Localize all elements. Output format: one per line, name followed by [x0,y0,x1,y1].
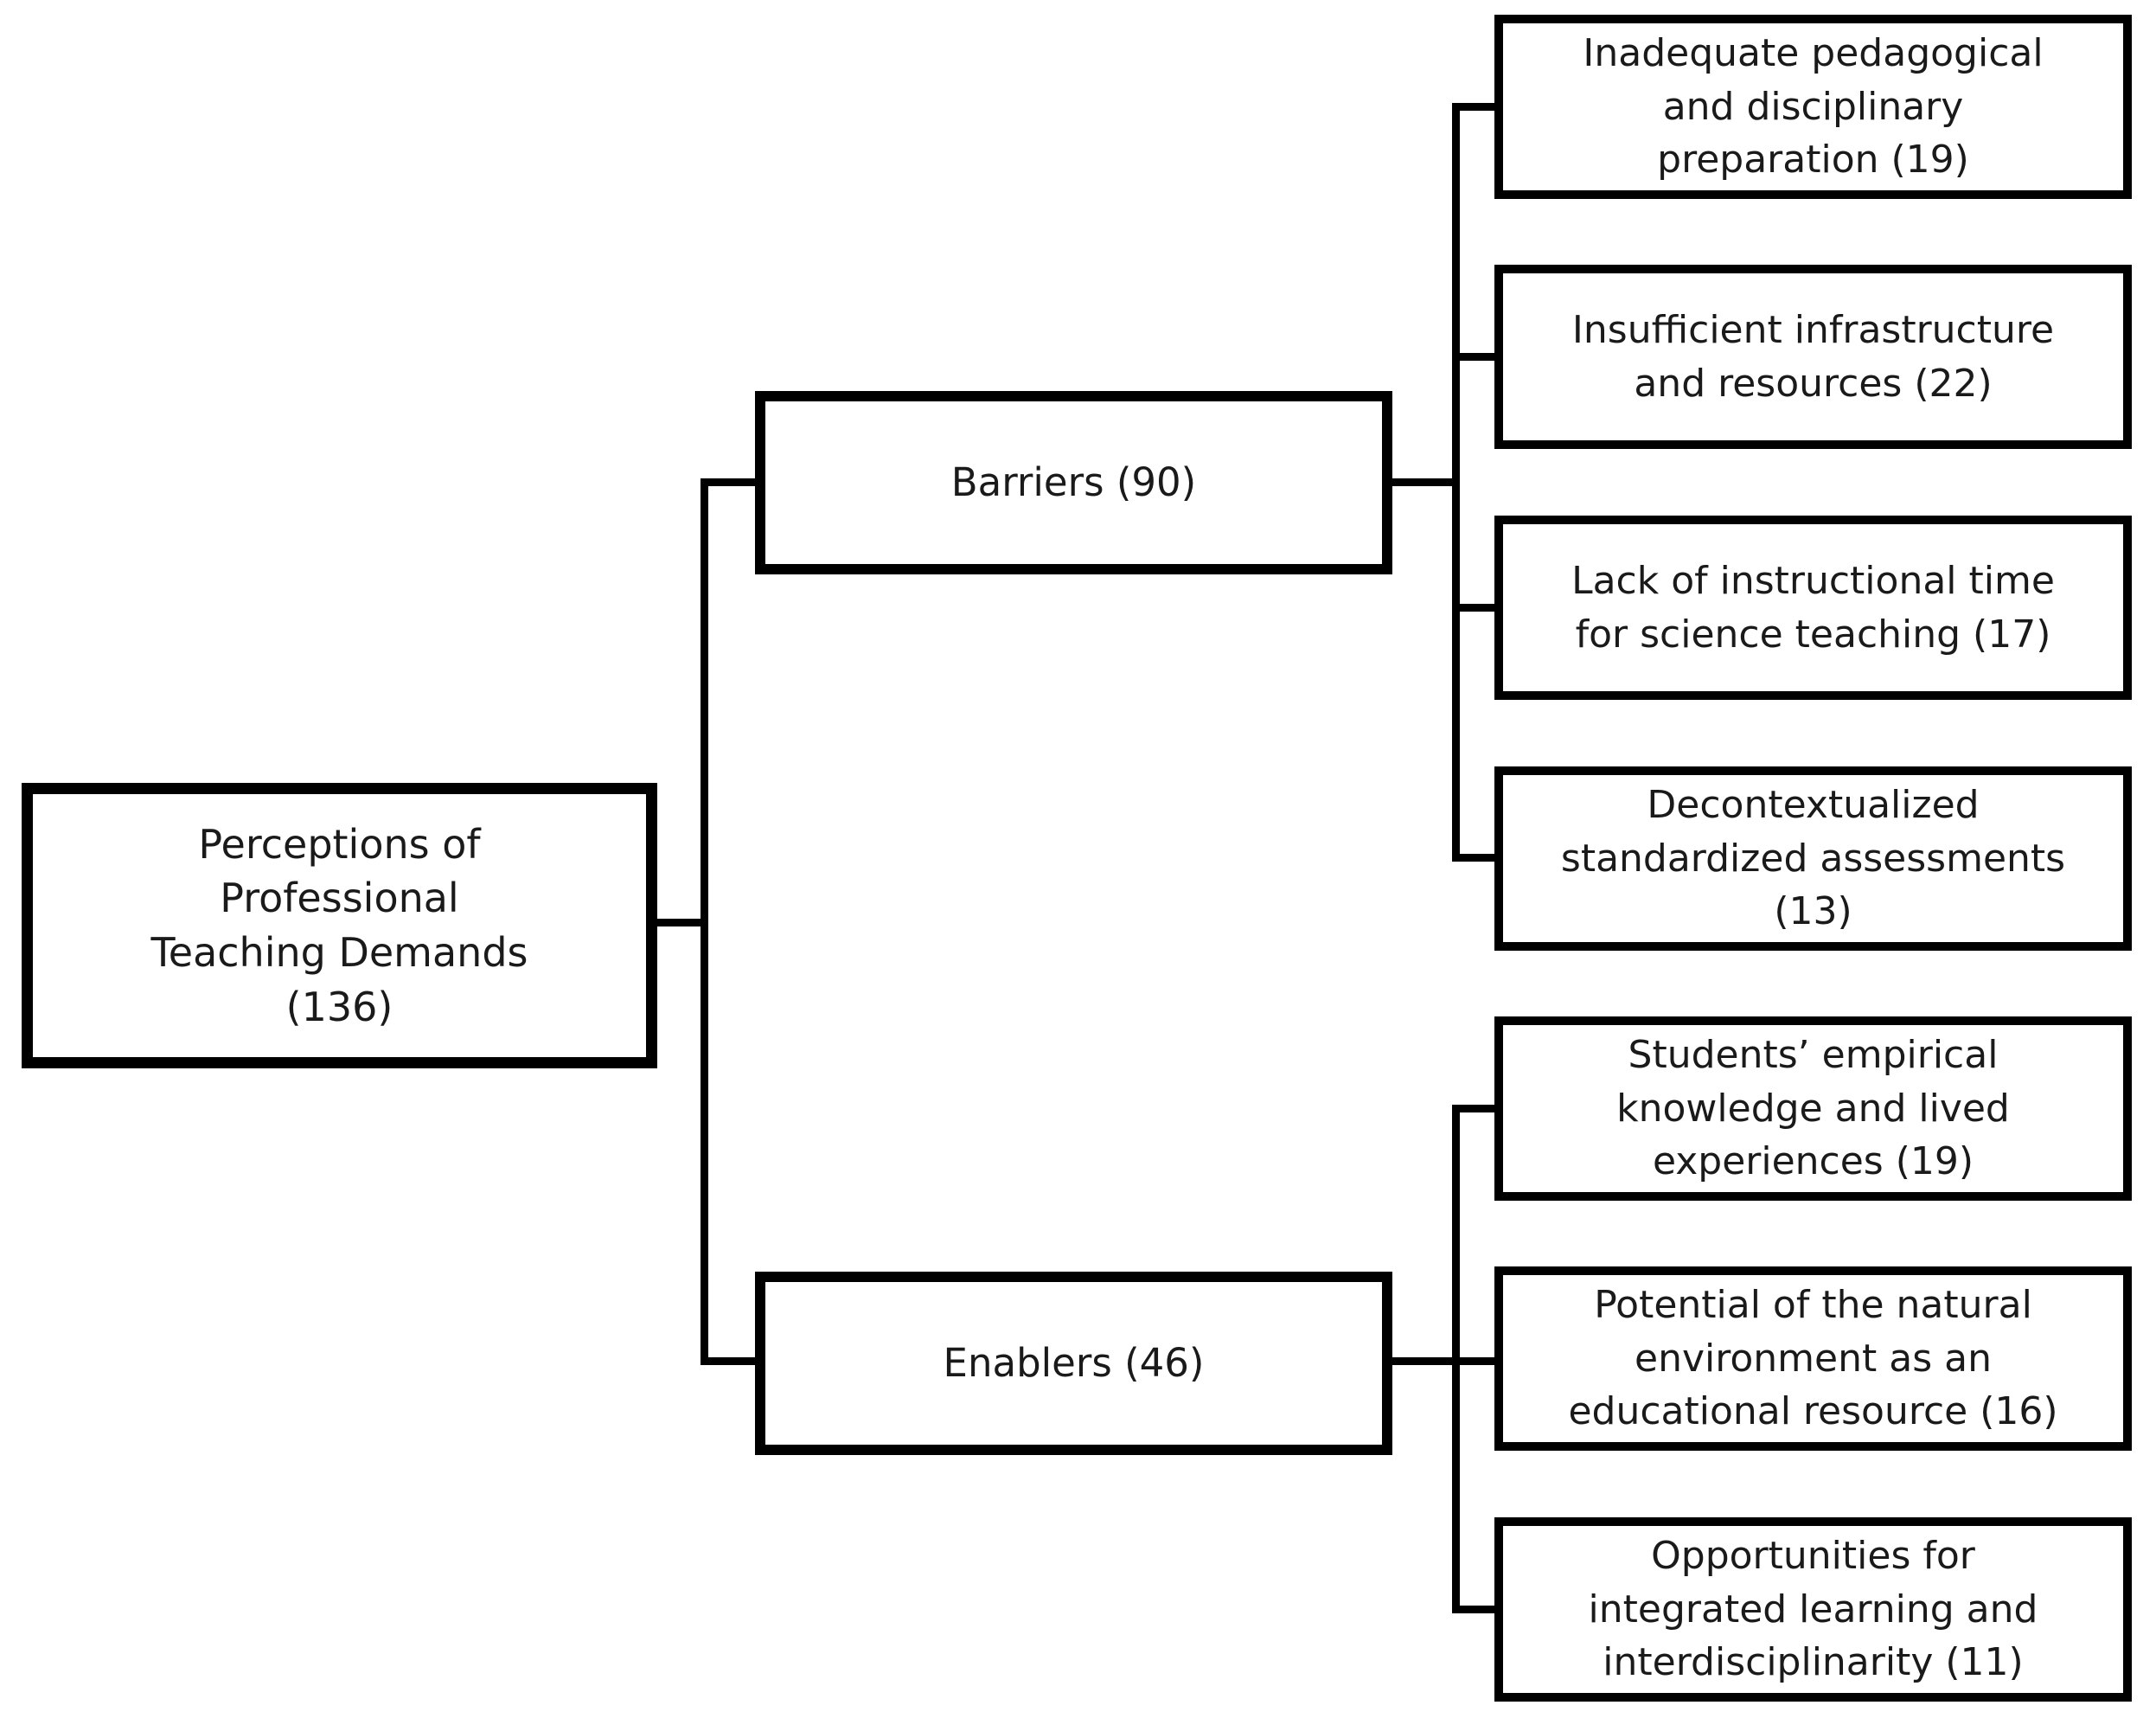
connector-barrier-child-1-stub [1452,103,1497,111]
barrier-child-node-3: Lack of instructional time for science t… [1494,516,2132,700]
root-node: Perceptions of Professional Teaching Dem… [22,783,657,1068]
enablers-node-label: Enablers (46) [943,1339,1205,1386]
root-node-label: Perceptions of Professional Teaching Dem… [150,820,528,1030]
connector-enabler-child-1-stub [1452,1105,1497,1112]
connector-barriers-right-stub [1388,478,1460,486]
barrier-child-node-1: Inadequate pedagogical and disciplinary … [1494,15,2132,199]
connector-main-trunk [701,478,708,1365]
barrier-child-1-label: Inadequate pedagogical and disciplinary … [1583,31,2044,183]
connector-barrier-child-3-stub [1452,604,1497,612]
connector-root-stub [654,919,707,926]
enabler-child-node-3: Opportunities for integrated learning an… [1494,1517,2132,1702]
enabler-child-1-label: Students’ empirical knowledge and lived … [1616,1033,2010,1184]
barriers-node-label: Barriers (90) [950,458,1197,505]
barrier-child-4-label: Decontextualized standardized assessment… [1560,783,2066,934]
barrier-child-node-4: Decontextualized standardized assessment… [1494,766,2132,951]
connector-enabler-child-3-stub [1452,1606,1497,1613]
connector-barriers-branch [701,478,759,486]
barrier-child-node-2: Insufficient infrastructure and resource… [1494,265,2132,449]
enabler-child-2-label: Potential of the natural environment as … [1568,1283,2058,1434]
connector-barrier-child-2-stub [1452,353,1497,361]
enablers-node: Enablers (46) [755,1272,1392,1455]
connector-enablers-branch [701,1357,759,1365]
barrier-child-3-label: Lack of instructional time for science t… [1571,558,2055,657]
connector-enablers-right-stub [1388,1357,1460,1365]
enabler-child-node-2: Potential of the natural environment as … [1494,1266,2132,1451]
enabler-child-node-1: Students’ empirical knowledge and lived … [1494,1016,2132,1201]
connector-barrier-child-4-stub [1452,854,1497,862]
barriers-node: Barriers (90) [755,391,1392,574]
connector-enabler-child-2-stub [1452,1357,1497,1365]
barrier-child-2-label: Insufficient infrastructure and resource… [1571,307,2055,406]
connector-barriers-children-trunk [1452,103,1460,862]
enabler-child-3-label: Opportunities for integrated learning an… [1588,1534,2038,1685]
